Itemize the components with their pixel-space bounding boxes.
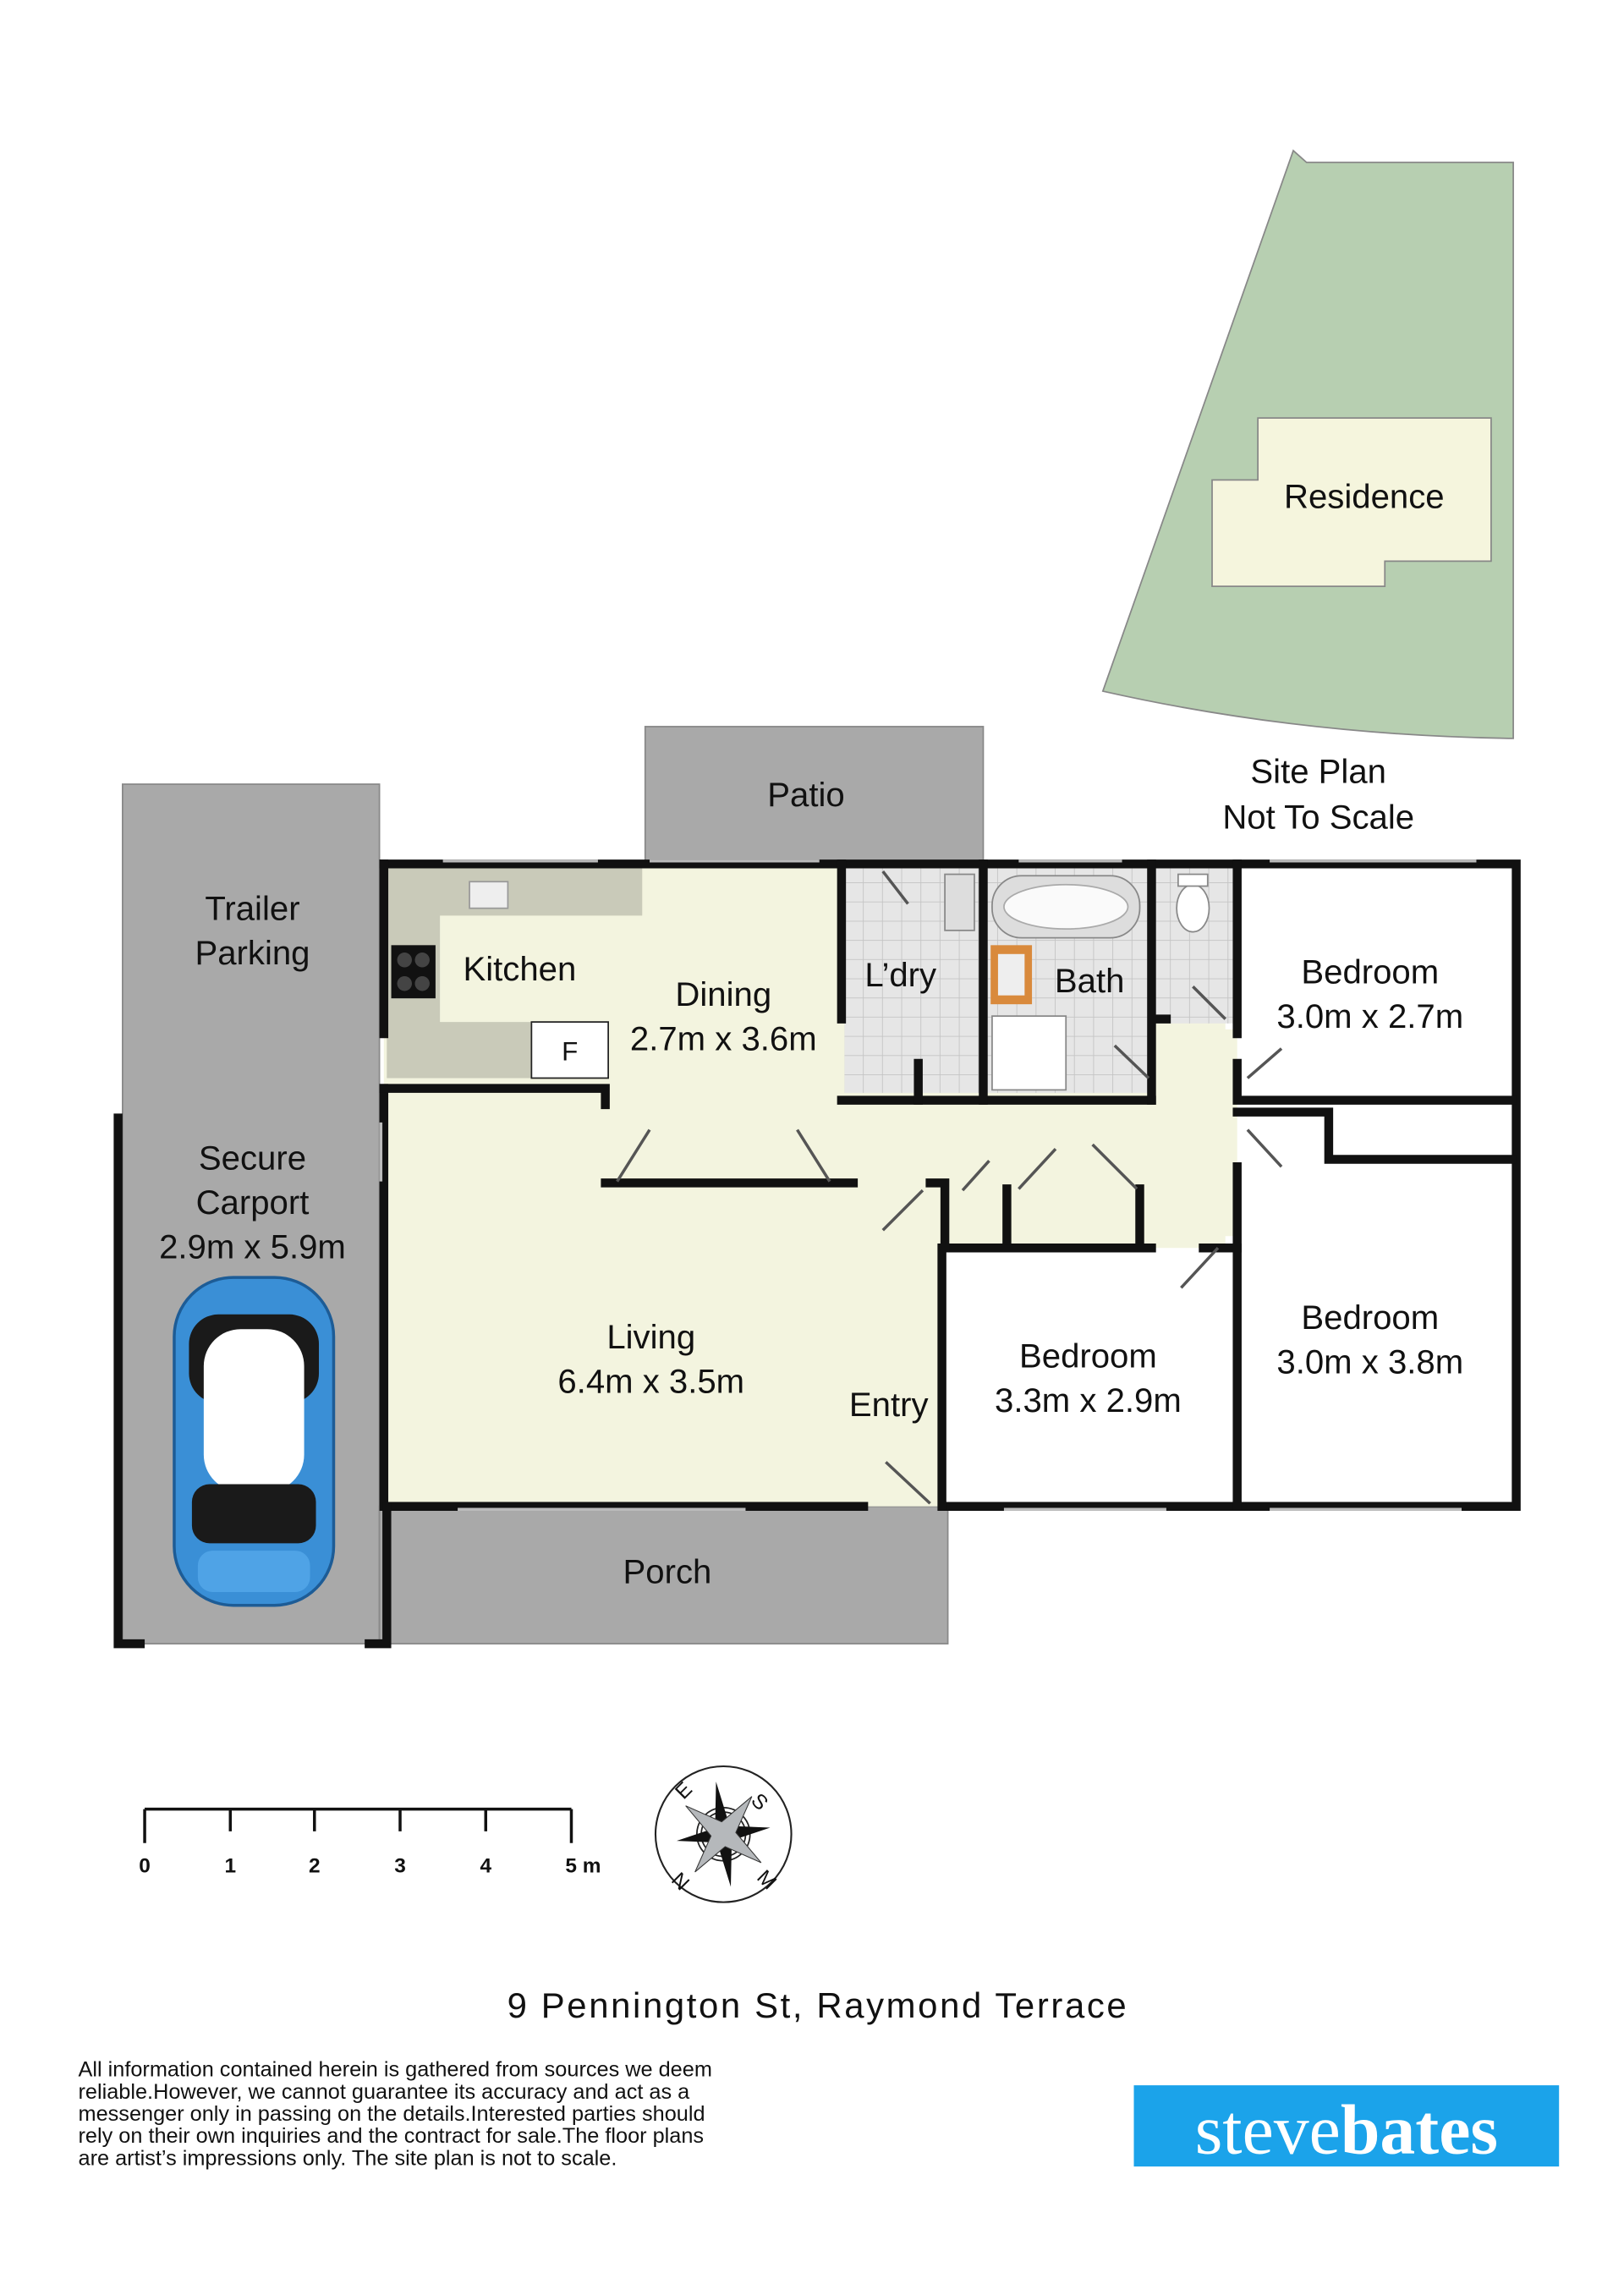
kitchen-counter (387, 868, 643, 1079)
carport-label-1: Secure (199, 1139, 306, 1178)
fridge-label: F (562, 1036, 578, 1066)
windows (379, 859, 1477, 1511)
scale-tick-0: 0 (139, 1855, 151, 1878)
scale-tick-3: 3 (394, 1855, 406, 1878)
laundry-label: L’dry (864, 956, 936, 994)
living-dimensions: 6.4m x 3.5m (557, 1362, 744, 1400)
site-plan: Residence Site Plan Not To Scale (1101, 149, 1514, 836)
bed2-floor (945, 1248, 1233, 1504)
porch-label: Porch (623, 1553, 712, 1591)
disclaimer-line: All information contained herein is gath… (79, 2058, 712, 2082)
scale-tick-5: 5 m (565, 1855, 601, 1878)
scale-tick-1: 1 (224, 1855, 236, 1878)
living-label: Living (606, 1318, 695, 1356)
property-address: 9 Pennington St, Raymond Terrace (508, 1985, 1129, 2025)
fridge (530, 1021, 609, 1079)
bedroom1-dimensions: 3.0m x 2.7m (1276, 997, 1463, 1035)
shower-icon (991, 1015, 1067, 1091)
bedroom3-label: Bedroom (1301, 1298, 1439, 1337)
carport-label-2: Carport (196, 1183, 310, 1222)
residence-footprint (1211, 417, 1492, 587)
bedroom3-dimensions: 3.0m x 3.8m (1276, 1343, 1463, 1381)
bed1-floor (1240, 868, 1511, 1101)
logo-part-bates: bates (1341, 2090, 1498, 2169)
toilet-icon (1176, 883, 1210, 933)
door-swings (616, 870, 1283, 1505)
scale-bar (143, 1807, 573, 1843)
bath-label: Bath (1055, 962, 1125, 1000)
dining-dimensions: 2.7m x 3.6m (630, 1019, 817, 1057)
scale-tick-4: 4 (480, 1855, 491, 1878)
bedroom2-dimensions: 3.3m x 2.9m (995, 1381, 1182, 1419)
stevebates-logo: stevebates (1133, 2085, 1560, 2169)
disclaimer-line: rely on their own inquiries and the cont… (79, 2124, 705, 2148)
trailer-label-2: Parking (195, 934, 310, 972)
carport-dimensions: 2.9m x 5.9m (159, 1227, 346, 1266)
dining-label: Dining (675, 975, 771, 1013)
disclaimer-line: messenger only in passing on the details… (79, 2102, 705, 2126)
patio-area (644, 726, 985, 868)
scale-tick-2: 2 (309, 1855, 321, 1878)
walls (113, 859, 1521, 1649)
entry-label: Entry (849, 1386, 929, 1424)
bedroom2-label: Bedroom (1019, 1337, 1157, 1375)
patio-label: Patio (767, 776, 844, 814)
laundry-tub-icon (944, 873, 975, 931)
compass-icon: E S N M (654, 1765, 793, 1903)
logo-part-steve: steve (1195, 2090, 1341, 2169)
car-icon (173, 1276, 336, 1607)
svg-text:stevebates: stevebates (1195, 2090, 1498, 2169)
residence-label: Residence (1284, 478, 1445, 516)
kitchen-label: Kitchen (463, 950, 576, 988)
site-plan-caption: Site Plan (1250, 752, 1386, 790)
trailer-label-1: Trailer (205, 890, 299, 928)
bed3-floor (1240, 1112, 1511, 1504)
not-to-scale-caption: Not To Scale (1222, 798, 1414, 836)
disclaimer-line: are artist’s impressions only. The site … (79, 2146, 617, 2170)
disclaimer-line: reliable.However, we cannot guarantee it… (79, 2080, 691, 2104)
cooktop-icon (391, 945, 436, 999)
kitchen-sink-icon (469, 881, 509, 909)
bedroom1-label: Bedroom (1301, 953, 1439, 991)
